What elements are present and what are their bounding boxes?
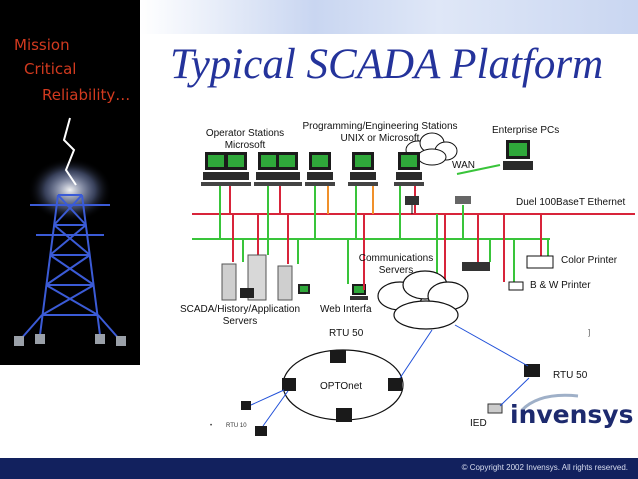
communications-title: Communications (358, 253, 434, 264)
operator-os-label: Microsoft (224, 140, 266, 151)
scada-servers (221, 254, 310, 301)
footer-bar: © Copyright 2002 Invensys. All rights re… (0, 458, 638, 479)
operator-workstations (201, 152, 302, 186)
stray-bracket: ] (588, 328, 591, 337)
copyright-text: © Copyright 2002 Invensys. All rights re… (461, 463, 628, 472)
web-interface-pc (350, 284, 368, 300)
optonet-label: OPTOnet (320, 381, 363, 392)
lightning-bolt-icon (62, 117, 77, 186)
ethernet-label: Duel 100BaseT Ethernet (516, 197, 626, 208)
color-printer-icon (526, 255, 554, 269)
programming-os-label: UNIX or Microsoft (340, 133, 420, 144)
title-header-band (140, 0, 638, 34)
rtu50-top-label: RTU 50 (329, 328, 364, 339)
switch-icon (455, 196, 471, 204)
server-drops (232, 214, 549, 284)
tower-frame (19, 194, 121, 341)
banner-line-critical: Critical (24, 60, 77, 78)
programming-stations-label: Programming/Engineering Stations UNIX or… (293, 121, 467, 145)
ied-label: IED (470, 418, 487, 429)
page-title: Typical SCADA Platform (170, 41, 604, 88)
bw-printer-label: B & W Printer (530, 280, 591, 291)
color-printer-label: Color Printer (561, 255, 618, 266)
banner-line-reliability: Reliability… (42, 86, 131, 104)
invensys-swoosh-icon (520, 392, 580, 417)
ied-icon (487, 403, 503, 414)
communications-servers-label: Communications Servers (350, 253, 442, 277)
bw-printer-icon (508, 281, 524, 291)
field-network-cloud (377, 270, 469, 330)
rtu-nodes (241, 350, 540, 436)
enterprise-pc (503, 140, 533, 170)
field-links (250, 324, 530, 427)
rtu10-label: RTU 10 (226, 423, 247, 429)
enterprise-pcs-label: Enterprise PCs (492, 125, 560, 136)
comm-router-icon (462, 262, 490, 271)
banner-line-mission: Mission (14, 36, 70, 54)
transmission-tower-illustration (14, 117, 126, 346)
station-drops (219, 186, 464, 239)
web-interface-label: Web Interfa (320, 304, 372, 315)
scada-servers-label: SCADA/History/Application Servers (170, 304, 310, 328)
invensys-logo: invensys (510, 400, 634, 429)
bullet-marker: • (210, 423, 213, 429)
communications-servers-subtitle: Servers (378, 265, 414, 276)
programming-stations-title: Programming/Engineering Stations (302, 121, 458, 132)
router-icon (405, 196, 419, 205)
programming-workstations (305, 152, 424, 186)
operator-stations-label: Operator Stations Microsoft (195, 128, 295, 152)
scada-servers-title: SCADA/History/Application (179, 304, 301, 315)
wan-link (456, 164, 501, 175)
wan-label: WAN (452, 160, 475, 171)
rtu50-right-label: RTU 50 (553, 370, 588, 381)
operator-stations-title: Operator Stations (205, 128, 285, 139)
tower-insulators (14, 334, 126, 346)
mission-critical-banner: Mission Critical Reliability… (0, 0, 140, 365)
scada-servers-subtitle: Servers (222, 316, 258, 327)
